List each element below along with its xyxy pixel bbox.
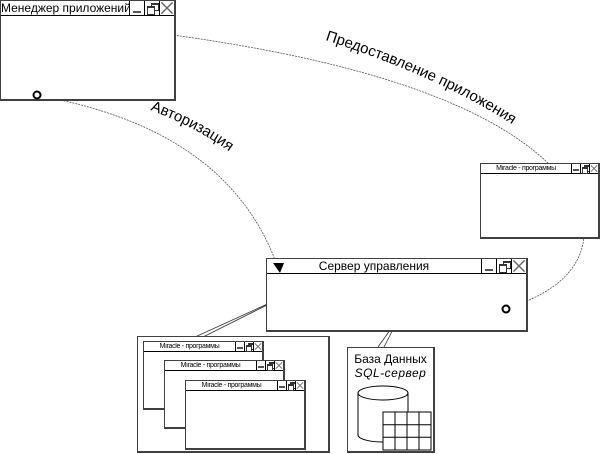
miracle-stack-2-titlebar[interactable]: Miracle - программы xyxy=(165,361,283,372)
minimize-icon[interactable] xyxy=(481,259,496,273)
app-manager-title: Менеджер приложений xyxy=(1,1,129,15)
close-icon[interactable] xyxy=(159,1,174,15)
close-icon[interactable] xyxy=(295,381,304,390)
minimize-icon[interactable] xyxy=(571,164,580,173)
restore-icon[interactable] xyxy=(580,164,590,175)
restore-icon[interactable] xyxy=(144,1,159,16)
close-icon[interactable] xyxy=(589,164,598,173)
minimize-icon[interactable] xyxy=(277,381,286,390)
miracle-stack-1-title: Miracle - программы xyxy=(159,343,220,350)
miracle-right-titlebar[interactable]: Miracle - программы xyxy=(481,164,598,175)
database-table-icon xyxy=(382,411,432,451)
database-title: База Данных xyxy=(354,352,427,366)
app-manager-titlebar[interactable]: Менеджер приложений xyxy=(1,1,174,16)
minimize-icon[interactable] xyxy=(129,1,144,15)
database-subtitle: SQL-сервер xyxy=(354,366,427,380)
miracle-right-window[interactable]: Miracle - программы xyxy=(480,163,600,239)
minimize-icon[interactable] xyxy=(256,361,265,370)
control-server-title: Сервер управления xyxy=(318,259,430,273)
miracle-stack-window-3[interactable]: Miracle - программы xyxy=(185,380,306,450)
control-server-window[interactable]: Сервер управления xyxy=(266,258,528,332)
control-server-titlebar[interactable]: Сервер управления xyxy=(267,259,526,274)
miracle-right-title: Miracle - программы xyxy=(496,165,556,172)
minimize-icon[interactable] xyxy=(235,342,244,351)
restore-icon[interactable] xyxy=(286,381,296,392)
miracle-stack-3-titlebar[interactable]: Miracle - программы xyxy=(186,381,304,392)
restore-icon[interactable] xyxy=(244,342,254,353)
database-graphic xyxy=(357,385,432,451)
app-manager-window[interactable]: Менеджер приложений xyxy=(0,0,176,101)
authorization-connector xyxy=(39,95,279,269)
restore-icon[interactable] xyxy=(265,361,275,372)
database-container: База Данных SQL-сервер xyxy=(347,347,435,453)
app-provision-label: Предоставление приложения xyxy=(324,28,520,128)
authorization-label: Авторизация xyxy=(149,98,237,155)
close-icon[interactable] xyxy=(253,342,262,351)
close-icon[interactable] xyxy=(511,259,526,273)
app-provision-connector xyxy=(149,31,549,164)
miracle-stack-1-titlebar[interactable]: Miracle - программы xyxy=(144,342,262,353)
close-icon[interactable] xyxy=(274,361,283,370)
restore-icon[interactable] xyxy=(496,259,511,274)
miracle-stack-2-title: Miracle - программы xyxy=(180,362,241,369)
miracle-stack-3-title: Miracle - программы xyxy=(201,382,262,389)
